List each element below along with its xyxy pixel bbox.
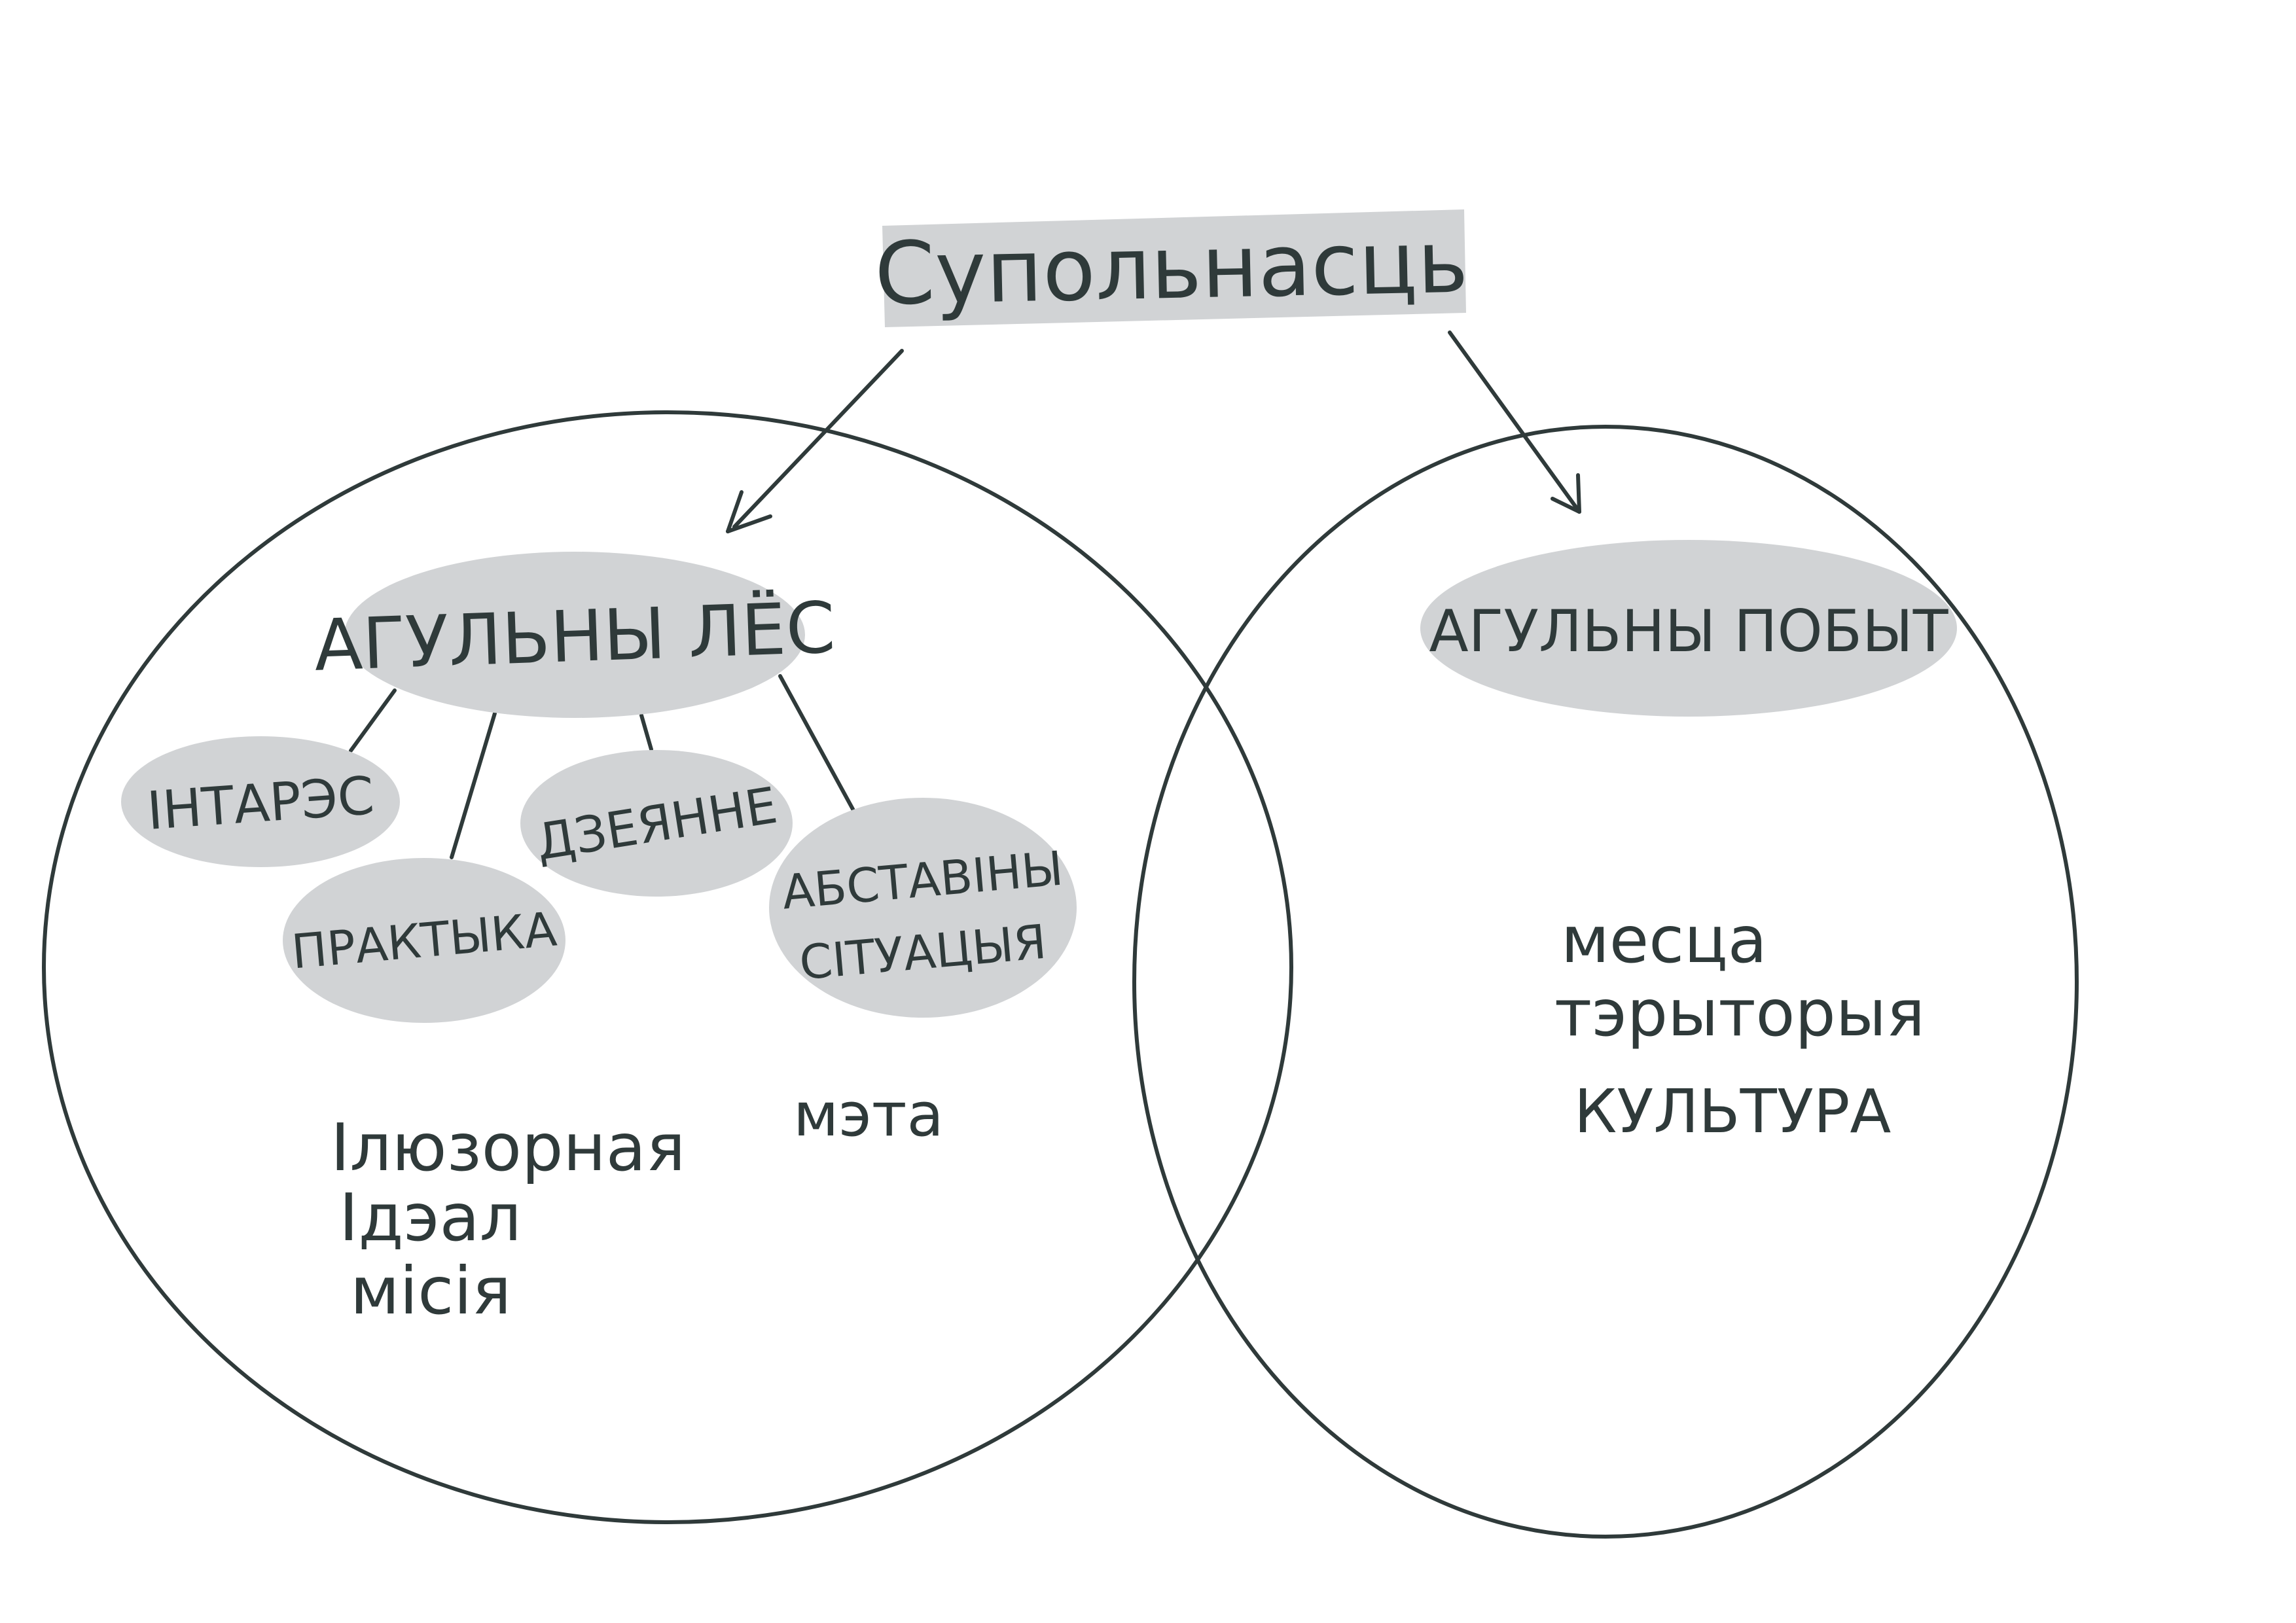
word-illusory: Ілюзорная bbox=[331, 1109, 685, 1186]
right-words: месца тэрыторыя КУЛЬТУРА bbox=[1554, 903, 1925, 1147]
left-words: Ілюзорная Ідэал місія мэта bbox=[331, 1080, 944, 1329]
node-practice: ПРАКТЫКА bbox=[283, 858, 565, 1023]
word-mission: місія bbox=[350, 1253, 511, 1329]
word-culture: КУЛЬТУРА bbox=[1574, 1077, 1891, 1147]
right-circle bbox=[1132, 425, 2079, 1539]
node-interest: ІНТАРЭС bbox=[121, 736, 400, 867]
node-common-fate-text: АГУЛЬНЫ ЛЁС bbox=[313, 586, 836, 687]
connectors bbox=[349, 674, 856, 859]
left-circle bbox=[42, 410, 1293, 1524]
node-common-life: АГУЛЬНЫ ПОБЫТ bbox=[1420, 540, 1957, 717]
word-goal: мэта bbox=[793, 1080, 944, 1150]
word-place: месца bbox=[1561, 903, 1767, 978]
top-label: Супольнасць bbox=[874, 209, 1469, 327]
word-territory: тэрыторыя bbox=[1554, 976, 1925, 1051]
arrow-right bbox=[1448, 330, 1581, 514]
top-label-text: Супольнасць bbox=[874, 212, 1469, 325]
node-common-life-text: АГУЛЬНЫ ПОБЫТ bbox=[1429, 597, 1948, 665]
word-ideal: Ідэал bbox=[339, 1179, 522, 1256]
arrow-left bbox=[726, 349, 904, 533]
node-circumstances: АБСТАВІНЫ СІТУАЦЫЯ bbox=[769, 798, 1077, 1018]
node-common-fate: АГУЛЬНЫ ЛЁС bbox=[313, 552, 836, 718]
node-action: ДЗЕЯННЕ bbox=[520, 750, 793, 897]
top-label-box bbox=[882, 209, 1466, 327]
